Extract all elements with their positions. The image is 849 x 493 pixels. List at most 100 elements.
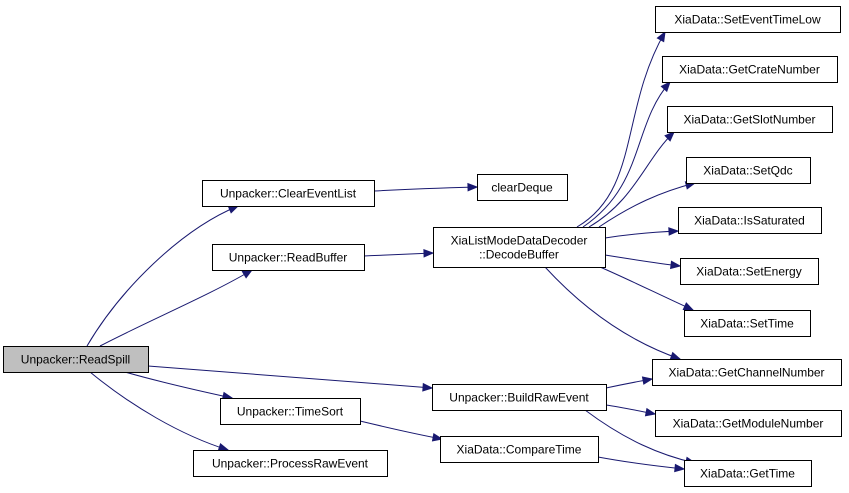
edge-layer <box>86 30 697 473</box>
edge-build-raw-event-to-get-module-number <box>605 404 657 417</box>
node-get-crate-number[interactable]: XiaData::GetCrateNumber <box>662 56 838 83</box>
node-label: XiaData::GetChannelNumber <box>668 366 824 380</box>
node-label: XiaListModeDataDecoder <box>451 234 588 248</box>
node-set-time[interactable]: XiaData::SetTime <box>684 310 811 337</box>
edge-line <box>99 269 253 347</box>
node-box <box>202 180 375 207</box>
edge-line <box>544 266 681 360</box>
node-read-spill[interactable]: Unpacker::ReadSpill <box>3 346 149 373</box>
edge-arrowhead <box>682 302 695 311</box>
edge-line <box>359 420 443 440</box>
node-box <box>655 6 841 33</box>
edge-line <box>363 252 434 257</box>
edge-line <box>604 254 681 267</box>
edge-decode-buffer-to-set-event-time-low <box>576 30 666 228</box>
node-set-qdc[interactable]: XiaData::SetQdc <box>686 157 811 184</box>
node-box <box>433 227 606 268</box>
node-box <box>3 346 149 373</box>
node-box <box>440 436 599 463</box>
node-get-time[interactable]: XiaData::GetTime <box>684 460 812 487</box>
edge-build-raw-event-to-get-channel-number <box>605 376 654 389</box>
node-label: XiaData::CompareTime <box>457 443 582 457</box>
node-label: Unpacker::TimeSort <box>237 405 344 419</box>
edge-line <box>604 230 679 239</box>
edge-decode-buffer-to-set-time <box>599 266 695 311</box>
node-box <box>667 106 833 133</box>
node-label: XiaData::GetCrateNumber <box>679 63 820 77</box>
node-set-event-time-low[interactable]: XiaData::SetEventTimeLow <box>655 6 841 33</box>
edge-decode-buffer-to-set-energy <box>604 254 682 270</box>
node-decode-buffer[interactable]: XiaListModeDataDecoder::DecodeBuffer <box>433 227 606 268</box>
edge-arrowhead <box>674 463 686 473</box>
node-label: XiaData::SetTime <box>700 317 794 331</box>
edge-time-sort-to-compare-time <box>359 420 444 442</box>
edge-arrowhead <box>467 182 479 192</box>
node-box <box>655 410 842 437</box>
node-label: XiaData::GetSlotNumber <box>683 113 815 127</box>
node-label: XiaData::GetTime <box>700 467 795 481</box>
edge-line <box>576 31 666 228</box>
node-label: XiaData::GetModuleNumber <box>673 417 824 431</box>
edge-clear-event-list-to-clear-deque <box>373 182 479 192</box>
node-box <box>680 258 819 285</box>
node-label: ::DecodeBuffer <box>479 248 559 262</box>
node-label: XiaData::SetEventTimeLow <box>674 13 821 27</box>
edge-read-buffer-to-decode-buffer <box>363 248 435 258</box>
edge-line <box>598 182 696 228</box>
edge-arrowhead <box>670 260 682 270</box>
node-get-channel-number[interactable]: XiaData::GetChannelNumber <box>652 359 842 386</box>
edge-compare-time-to-get-time <box>597 456 686 473</box>
node-label: XiaData::SetEnergy <box>696 265 801 279</box>
node-clear-deque[interactable]: clearDeque <box>477 174 568 201</box>
edge-arrowhead <box>217 443 230 452</box>
node-label: Unpacker::ReadBuffer <box>229 251 348 265</box>
node-get-slot-number[interactable]: XiaData::GetSlotNumber <box>667 106 833 133</box>
node-label: Unpacker::ClearEventList <box>220 187 357 201</box>
node-label: Unpacker::BuildRawEvent <box>449 391 589 405</box>
node-get-module-number[interactable]: XiaData::GetModuleNumber <box>655 410 842 437</box>
edge-line <box>89 371 229 451</box>
node-box <box>652 359 842 386</box>
edge-arrowhead <box>668 227 680 236</box>
edge-read-spill-to-read-buffer <box>99 269 254 347</box>
node-compare-time[interactable]: XiaData::CompareTime <box>440 436 599 463</box>
node-box <box>212 244 365 271</box>
edge-arrowhead <box>423 248 435 258</box>
edge-line <box>597 456 685 470</box>
node-label: Unpacker::ReadSpill <box>21 353 130 367</box>
edge-decode-buffer-to-get-slot-number <box>588 131 675 228</box>
edge-arrowhead <box>227 205 240 214</box>
edge-line <box>588 131 675 228</box>
node-box <box>684 310 811 337</box>
edge-decode-buffer-to-get-crate-number <box>582 80 671 228</box>
node-is-saturated[interactable]: XiaData::IsSaturated <box>678 207 822 234</box>
edge-arrowhead <box>644 407 657 417</box>
node-label: XiaData::SetQdc <box>703 164 792 178</box>
node-process-raw-event[interactable]: Unpacker::ProcessRawEvent <box>193 450 388 477</box>
node-label: Unpacker::ProcessRawEvent <box>212 457 369 471</box>
node-set-energy[interactable]: XiaData::SetEnergy <box>680 258 819 285</box>
edge-arrowhead <box>641 376 654 385</box>
edge-line <box>599 266 694 311</box>
node-layer: Unpacker::ReadSpill Unpacker::ClearEventL… <box>3 6 842 487</box>
edge-arrowhead <box>656 30 666 43</box>
edge-line <box>584 409 696 464</box>
edge-arrowhead <box>660 80 671 93</box>
node-box <box>678 207 822 234</box>
node-build-raw-event[interactable]: Unpacker::BuildRawEvent <box>432 384 607 411</box>
node-box <box>684 460 812 487</box>
node-read-buffer[interactable]: Unpacker::ReadBuffer <box>212 244 365 271</box>
edge-read-spill-to-time-sort <box>124 371 234 401</box>
edge-read-spill-to-clear-event-list <box>86 205 240 347</box>
edge-arrowhead <box>422 382 434 392</box>
edge-decode-buffer-to-get-channel-number <box>544 266 682 360</box>
node-box <box>686 157 811 184</box>
edge-arrowhead <box>664 131 675 142</box>
edge-decode-buffer-to-is-saturated <box>604 227 680 239</box>
node-label: clearDeque <box>491 181 553 195</box>
edge-line <box>582 81 671 228</box>
edge-arrowhead <box>241 269 254 279</box>
node-time-sort[interactable]: Unpacker::TimeSort <box>220 398 361 425</box>
node-clear-event-list[interactable]: Unpacker::ClearEventList <box>202 180 375 207</box>
edge-read-spill-to-build-raw-event <box>147 365 434 392</box>
